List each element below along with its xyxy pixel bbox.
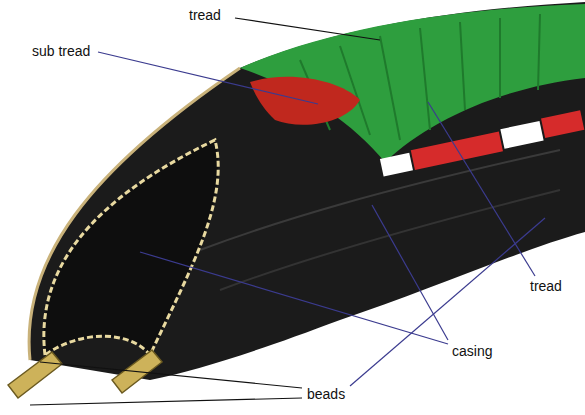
casing-section bbox=[44, 140, 218, 355]
part-label: beads bbox=[305, 386, 347, 402]
bead-rods bbox=[8, 350, 162, 398]
part-label: casing bbox=[450, 343, 494, 359]
casing-texture bbox=[220, 190, 560, 290]
section-edge bbox=[29, 68, 240, 360]
part-label: sub tread bbox=[30, 43, 92, 59]
part-label: tread bbox=[187, 7, 223, 23]
tread-band bbox=[240, 4, 585, 162]
tire-body bbox=[29, 2, 585, 380]
leader-lines bbox=[30, 18, 545, 405]
casing-texture bbox=[200, 150, 560, 250]
part-label: tread bbox=[528, 278, 564, 294]
brand-strip bbox=[379, 110, 585, 176]
